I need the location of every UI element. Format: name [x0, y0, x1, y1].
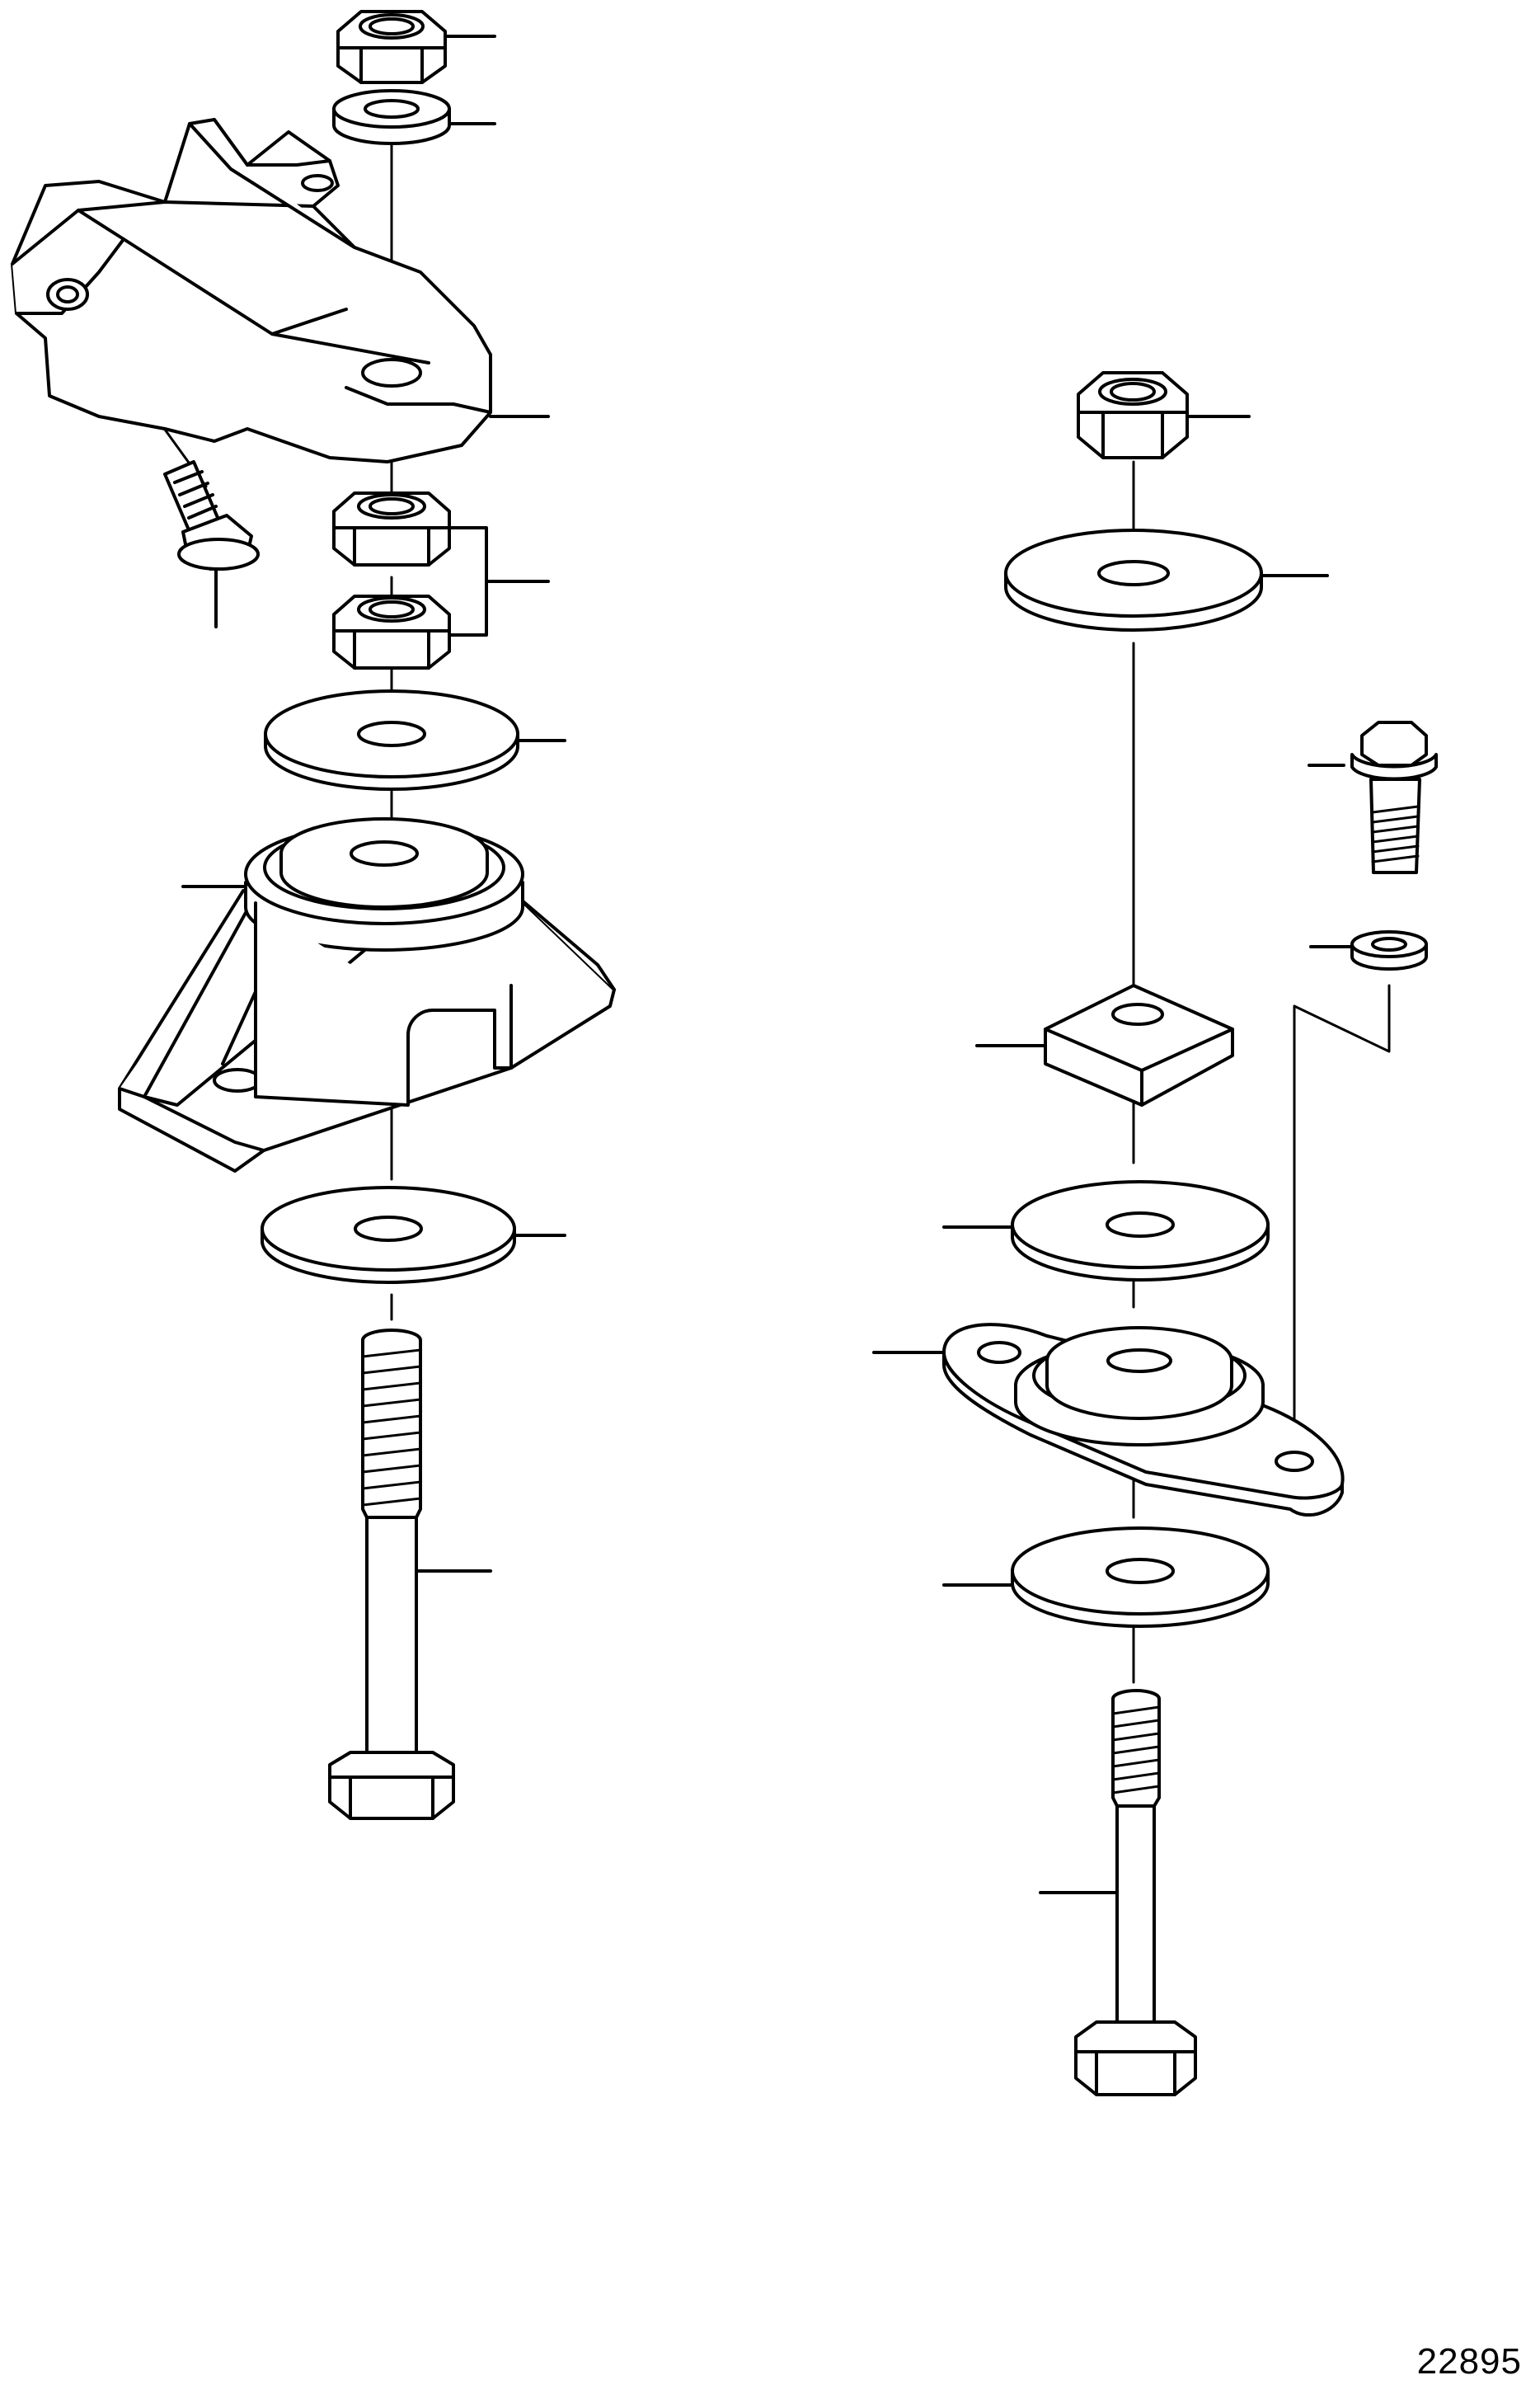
right-upper-washer: [942, 1180, 1270, 1282]
left-stud-bolt: [328, 1329, 492, 1820]
left-engine-bracket: [11, 118, 550, 463]
left-small-washer: [332, 89, 496, 145]
right-rubber-mount-flange: [872, 1323, 1345, 1517]
left-top-lock-nut: [336, 10, 496, 84]
right-bolt: [1039, 1689, 1197, 2096]
right-large-washer: [1004, 529, 1329, 632]
right-small-washer: [1309, 930, 1428, 971]
left-double-lock-nuts: [332, 491, 550, 670]
right-lower-washer: [942, 1526, 1270, 1628]
right-square-spacer: [975, 984, 1234, 1107]
left-flange-bolt: [163, 460, 260, 628]
figure-number: 22895: [1416, 2341, 1522, 2382]
right-flange-bolt: [1308, 721, 1438, 874]
left-lower-washer: [261, 1186, 566, 1284]
left-upper-washer: [264, 689, 566, 791]
right-top-lock-nut: [1077, 371, 1251, 459]
left-rubber-mount-bracket: [118, 817, 616, 1173]
left-engine-mount-assembly: [11, 10, 616, 1820]
right-engine-mount-assembly: [872, 371, 1438, 2096]
